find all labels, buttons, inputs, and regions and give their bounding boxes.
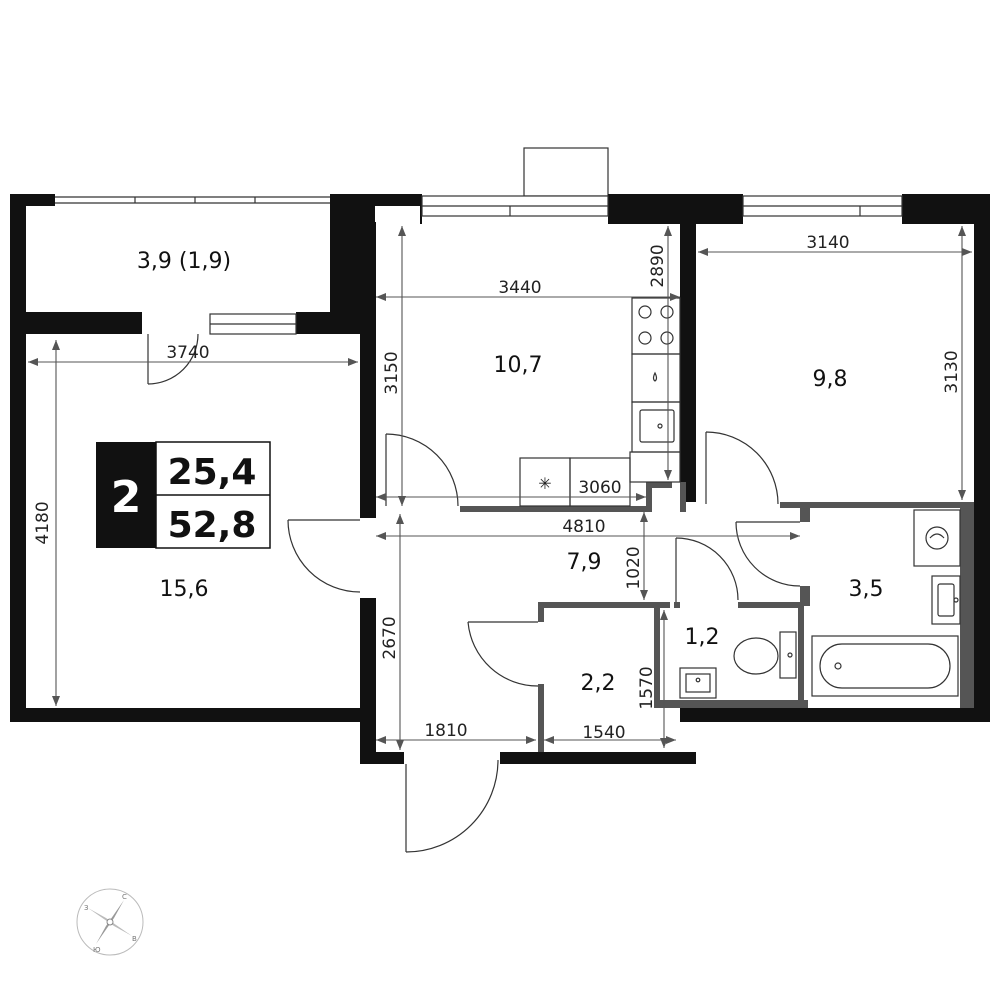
dim-storage-width: 1540: [582, 723, 625, 743]
kitchen-window: [421, 195, 609, 217]
living-area: 25,4: [168, 452, 257, 493]
total-area: 52,8: [168, 505, 257, 546]
bathtub: [811, 635, 959, 697]
dimension-lines: [28, 226, 972, 750]
area-hall: 7,9: [567, 550, 602, 575]
extractor-symbol: ✳: [538, 474, 551, 493]
dim-storage-depth: 1570: [637, 666, 657, 709]
washing-machine: [913, 509, 961, 567]
compass-north: С: [122, 893, 127, 901]
stove: [631, 297, 681, 355]
interior-walls: [460, 482, 974, 752]
area-toilet: 1,2: [685, 625, 720, 650]
apartment-badge: 2 25,4 52,8: [96, 441, 271, 549]
compass-icon: С З В Ю: [76, 888, 144, 956]
compass-south: Ю: [93, 946, 101, 954]
toilet-sink: [679, 667, 717, 699]
door-swings: [147, 333, 801, 853]
compass-east: В: [132, 935, 137, 943]
dim-corridor-depth: 1020: [624, 546, 644, 589]
toilet: [733, 631, 797, 679]
compass-west: З: [84, 904, 89, 912]
dimension-arrows: [28, 226, 972, 750]
dim-hall-width: 4810: [562, 517, 605, 537]
dim-kitchen-width: 3440: [498, 278, 541, 298]
dim-bedroom-depth: 3130: [942, 350, 962, 393]
bathroom-sink: [931, 575, 961, 625]
dim-bedroom-width: 3140: [806, 233, 849, 253]
area-storage: 2,2: [581, 671, 616, 696]
dim-living-width: 3740: [166, 343, 209, 363]
dim-living-depth: 4180: [33, 501, 53, 544]
exterior-walls: [10, 194, 990, 764]
balcony-glazing: [55, 196, 330, 204]
kitchen-counter: [519, 353, 681, 507]
rooms-count: 2: [111, 472, 142, 523]
area-balcony: 3,9 (1,9): [137, 249, 231, 274]
dim-kitchen-lower: 3060: [578, 478, 621, 498]
dim-kitchen-upper: 2890: [648, 244, 668, 287]
dim-entry-width: 1810: [424, 721, 467, 741]
area-bedroom: 9,8: [813, 367, 848, 392]
area-living-room: 15,6: [160, 577, 209, 602]
dim-kitchen-depth: 3150: [382, 351, 402, 394]
area-kitchen: 10,7: [494, 353, 543, 378]
area-bathroom: 3,5: [849, 577, 884, 602]
bedroom-window: [742, 195, 903, 217]
dim-hall-depth: 2670: [380, 616, 400, 659]
vent-shaft: [523, 147, 609, 197]
balcony-door-window: [209, 313, 297, 335]
